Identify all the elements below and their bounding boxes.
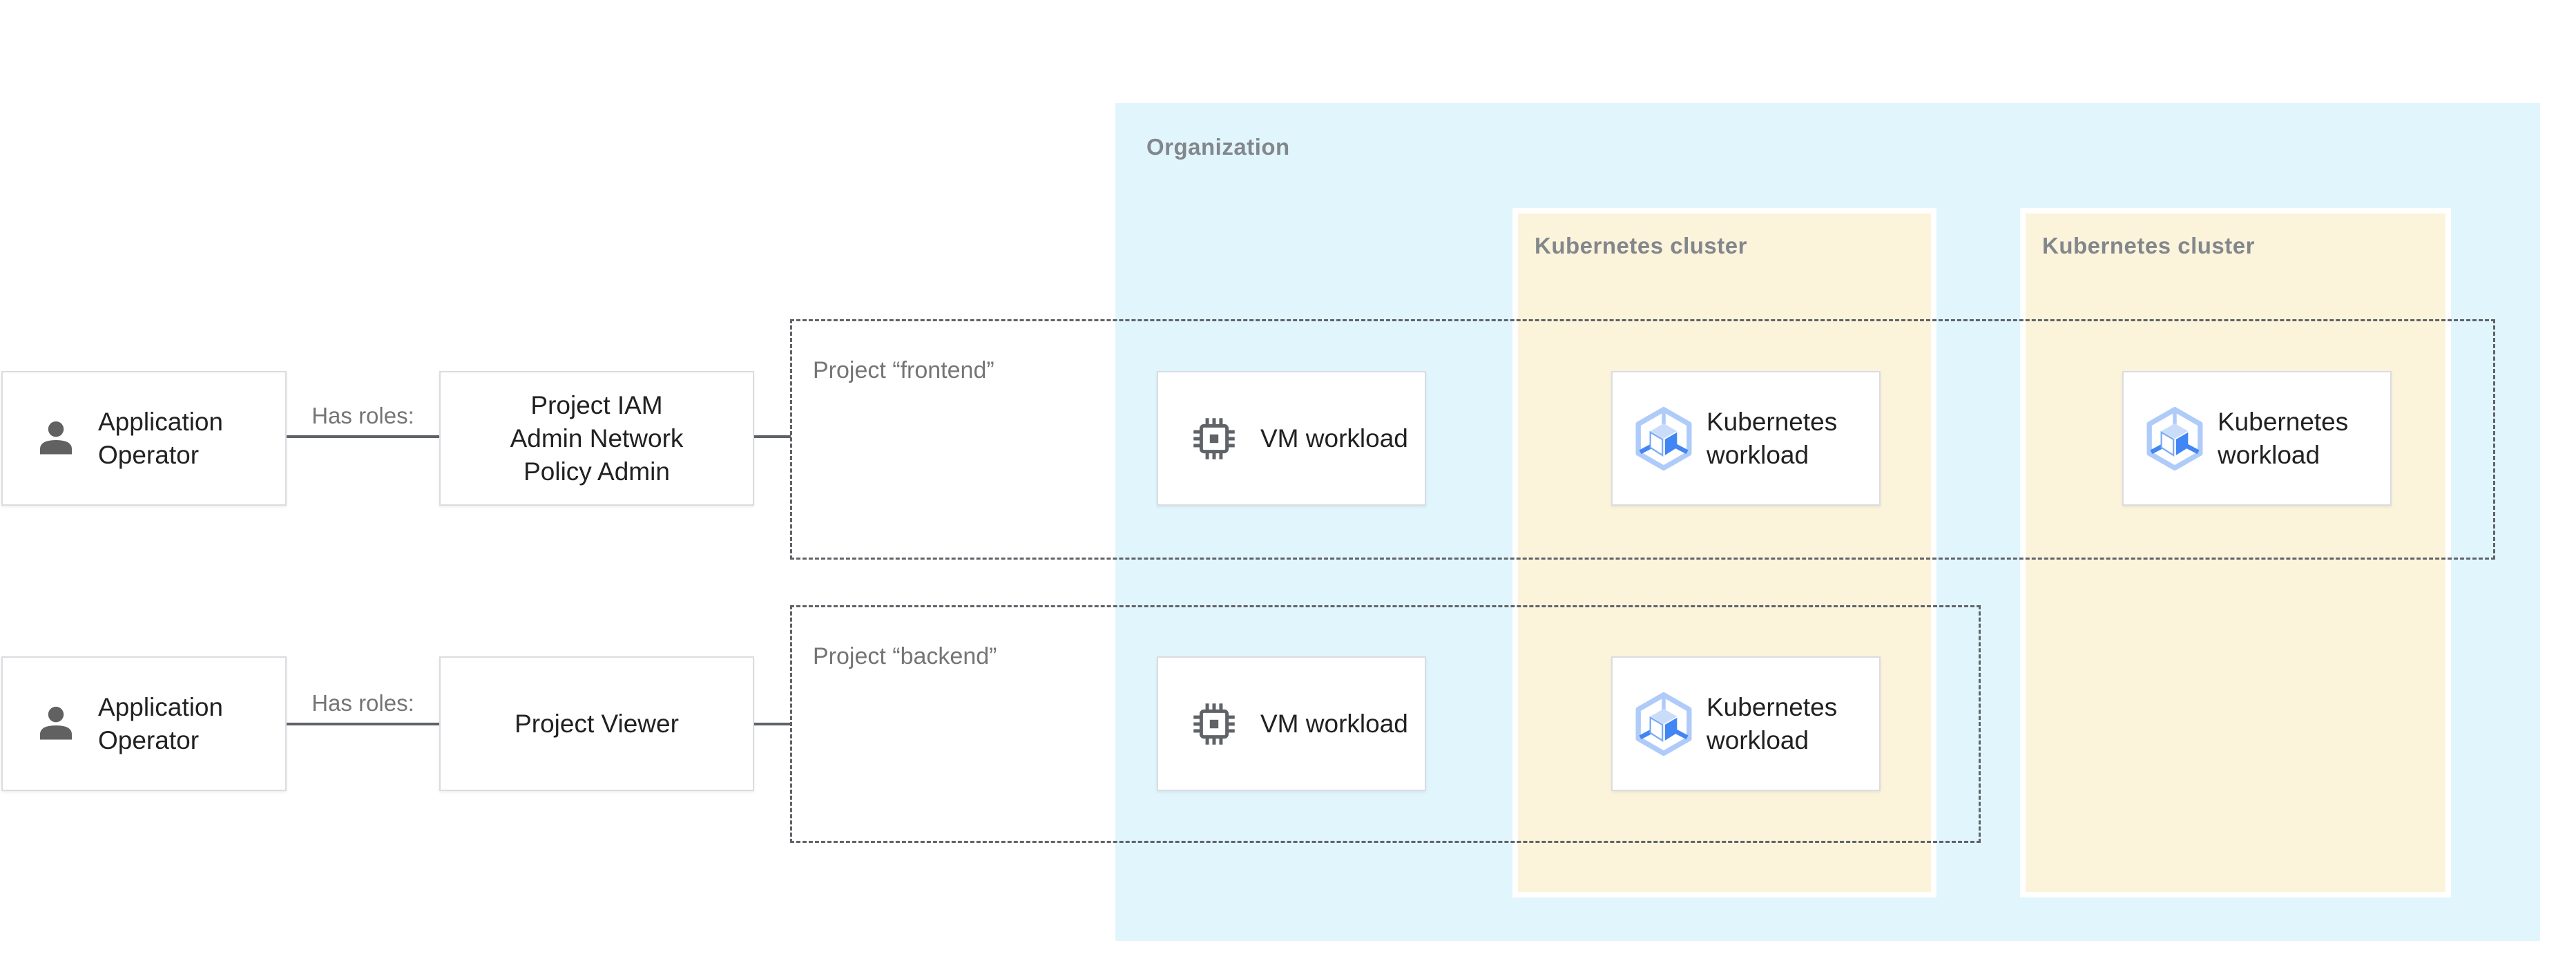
vm-workload-node-1: VM workload [1157, 371, 1426, 506]
workload-label: VM workload [1260, 424, 1408, 453]
role-label: Project IAM Admin Network Policy Admin [510, 390, 684, 486]
connector-line-role2-backend [754, 723, 791, 725]
kubernetes-cluster-2: Kubernetes cluster [2020, 208, 2451, 897]
actor-label: Application Operator [98, 407, 224, 469]
cpu-chip-icon [1193, 703, 1236, 745]
connector-line-operator2-role2 [287, 723, 439, 725]
project-backend-label: Project “backend” [813, 643, 997, 669]
project-frontend-label: Project “frontend” [813, 357, 994, 383]
application-operator-node-1: Application Operator [1, 371, 287, 506]
kubernetes-cluster-1-label: Kubernetes cluster [1535, 233, 1747, 258]
person-icon [33, 416, 79, 462]
actor-label: Application Operator [98, 692, 224, 754]
has-roles-label-1: Has roles: [311, 403, 414, 428]
has-roles-label-2: Has roles: [311, 690, 414, 716]
workload-label: Kubernetes workload [1707, 407, 1838, 469]
gke-hexagon-icon [1632, 406, 1695, 470]
cpu-chip-icon [1193, 417, 1236, 460]
workload-label: VM workload [1260, 709, 1408, 738]
kubernetes-workload-node-2: Kubernetes workload [1611, 656, 1881, 791]
organization-label: Organization [1146, 134, 1290, 160]
gke-hexagon-icon [1632, 692, 1695, 756]
person-icon [33, 701, 79, 747]
kubernetes-cluster-2-label: Kubernetes cluster [2042, 233, 2255, 258]
kubernetes-workload-node-3: Kubernetes workload [2122, 371, 2392, 506]
kubernetes-cluster-1: Kubernetes cluster [1512, 208, 1936, 897]
workload-label: Kubernetes workload [1707, 692, 1838, 754]
kubernetes-workload-node-1: Kubernetes workload [1611, 371, 1881, 506]
connector-line-operator1-role1 [287, 435, 439, 438]
connector-line-role1-frontend [754, 435, 791, 438]
role-label: Project Viewer [515, 709, 679, 738]
application-operator-node-2: Application Operator [1, 656, 287, 791]
gke-hexagon-icon [2143, 406, 2207, 470]
role-node-project-viewer: Project Viewer [439, 656, 754, 791]
vm-workload-node-2: VM workload [1157, 656, 1426, 791]
role-node-project-iam: Project IAM Admin Network Policy Admin [439, 371, 754, 506]
workload-label: Kubernetes workload [2218, 407, 2349, 469]
